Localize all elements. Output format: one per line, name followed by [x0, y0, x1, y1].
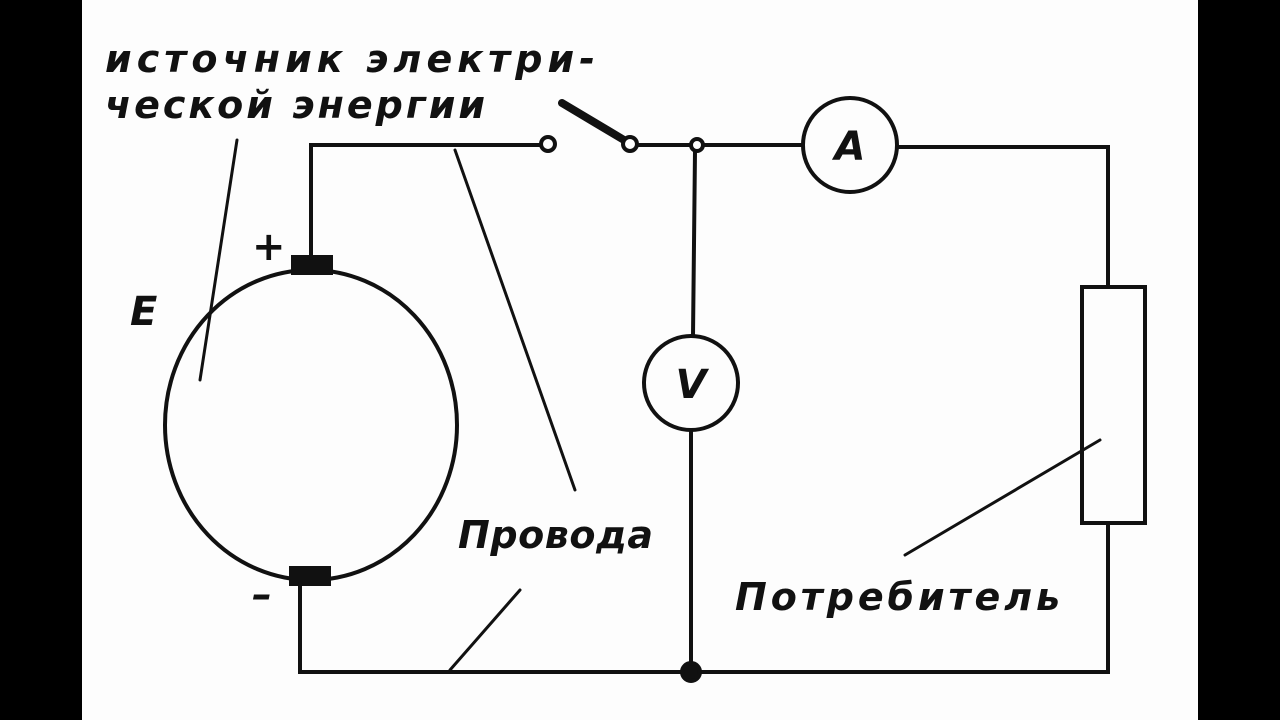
- wire-voltmeter-top: [691, 149, 697, 338]
- voltmeter-label: V: [676, 362, 710, 408]
- junction-bottom: [680, 661, 702, 683]
- emf-label: E: [130, 289, 157, 335]
- plus-label: +: [252, 224, 286, 270]
- wire-right: [895, 145, 1110, 289]
- minus-label: –: [252, 572, 272, 618]
- source-label-line2: ческой энергии: [105, 83, 485, 127]
- leader-load: [903, 438, 1102, 557]
- negative-terminal: [289, 566, 331, 586]
- load-label: Потребитель: [735, 575, 1060, 619]
- wire-top-left: [309, 143, 544, 260]
- junction-top: [689, 137, 705, 153]
- switch-contact-left: [539, 135, 557, 153]
- switch-contact-right: [621, 135, 639, 153]
- diagram-paper: [82, 0, 1198, 720]
- switch-blade: [558, 99, 628, 144]
- leader-source: [198, 138, 239, 382]
- source-label-line1: источник электри-: [105, 37, 595, 81]
- wires-label: Провода: [458, 513, 653, 557]
- leader-wire-top: [453, 148, 577, 492]
- leader-wire-bottom: [448, 588, 522, 672]
- ammeter-label: A: [832, 124, 866, 170]
- load-resistor: [1080, 285, 1147, 525]
- wire-bottom: [298, 521, 1110, 674]
